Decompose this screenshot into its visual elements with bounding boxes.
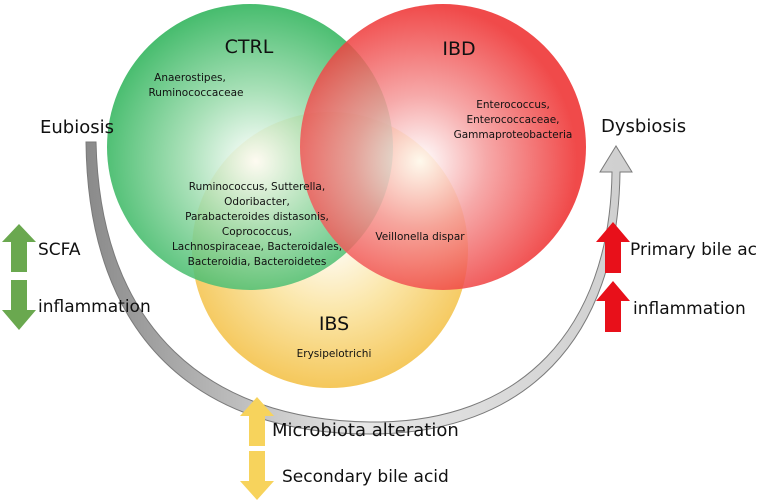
scfa-up-arrow-icon bbox=[2, 224, 36, 272]
ibd-label: IBD bbox=[442, 38, 475, 60]
ibd-circle bbox=[300, 4, 586, 290]
primary-bile-acid-up-arrow-icon bbox=[596, 222, 630, 273]
microbiota-alteration-up-arrow-icon bbox=[240, 397, 274, 446]
right-inflammation-up-arrow-icon bbox=[596, 281, 630, 332]
ctrl-ibs-taxa-4: Coprococcus, bbox=[222, 226, 292, 238]
secondary-bile-acid-label: Secondary bile acid bbox=[282, 467, 449, 487]
ibs-taxa-1: Erysipelotrichi bbox=[297, 348, 372, 360]
transition-arc bbox=[85, 141, 633, 435]
ibd-taxa-2: Enterococcaceae, bbox=[466, 114, 559, 126]
ibd-taxa-1: Enterococcus, bbox=[476, 99, 550, 111]
right-inflammation-label: inflammation bbox=[633, 299, 746, 319]
ibs-label: IBS bbox=[319, 313, 349, 335]
left-inflammation-label: inflammation bbox=[38, 297, 151, 317]
ctrl-taxa-1: Anaerostipes, bbox=[154, 72, 226, 84]
ctrl-taxa-2: Ruminococcaceae bbox=[148, 87, 243, 99]
secondary-bile-acid-down-arrow-icon bbox=[240, 451, 274, 500]
scfa-label: SCFA bbox=[38, 240, 81, 260]
ctrl-ibs-taxa-3: Parabacteroides distasonis, bbox=[185, 211, 329, 223]
microbiota-alteration-label: Microbiota alteration bbox=[272, 420, 459, 441]
ctrl-ibs-taxa-1: Ruminococcus, Sutterella, bbox=[189, 181, 325, 193]
ctrl-ibs-taxa-6: Bacteroidia, Bacteroidetes bbox=[188, 256, 327, 268]
inflammation-down-arrow-icon bbox=[2, 280, 36, 330]
ibd-ibs-taxa-1: Veillonella dispar bbox=[375, 231, 465, 243]
ibd-taxa-3: Gammaproteobacteria bbox=[454, 129, 573, 141]
ctrl-label: CTRL bbox=[225, 36, 274, 58]
ctrl-ibs-taxa-5: Lachnospiraceae, Bacteroidales, bbox=[172, 241, 342, 253]
dysbiosis-label: Dysbiosis bbox=[601, 116, 686, 137]
primary-bile-acid-label: Primary bile acid bbox=[630, 240, 758, 260]
eubiosis-label: Eubiosis bbox=[40, 117, 114, 138]
ctrl-ibs-taxa-2: Odoribacter, bbox=[224, 196, 290, 208]
